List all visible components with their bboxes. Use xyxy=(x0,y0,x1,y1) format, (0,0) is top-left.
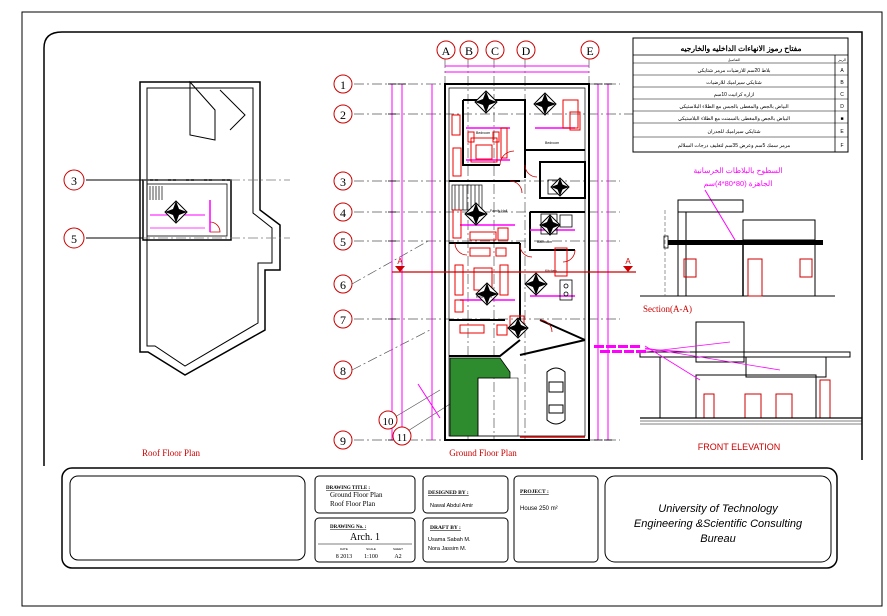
grid-number: 7 xyxy=(340,313,346,327)
drafter-name-2: Nora Jassim M. xyxy=(428,546,467,552)
front-elevation xyxy=(594,321,862,425)
grid-number: 2 xyxy=(340,108,346,122)
legend-symbol: F xyxy=(840,143,843,149)
section-a-a: السطوح بالبلاطات الخرسانية الجاهزة (80*8… xyxy=(640,166,835,297)
grid-letter: C xyxy=(491,44,499,58)
ground-plan-title: Ground Floor Plan xyxy=(449,448,517,458)
drawing-scale: 1:100 xyxy=(364,554,378,560)
grid-number-bubbles: 1 2 3 4 5 6 7 8 9 10 11 xyxy=(333,74,412,450)
drawing-sheet: A2 xyxy=(394,554,401,560)
roof-grid-bubble xyxy=(63,227,85,249)
outer-border xyxy=(21,11,883,607)
legend-description: البياض بالجص والمغطى بالسمنت مع الطلاء ا… xyxy=(678,116,790,122)
grid-letter: E xyxy=(586,44,593,58)
roof-floor-plan: 3 5 xyxy=(63,80,290,376)
grid-number: 5 xyxy=(340,235,346,249)
drafter-name-1: Usama Sabah M. xyxy=(428,537,471,543)
legend-symbol: A xyxy=(840,68,844,74)
legend-title: مفتاح رموز الانهاءات الداخليه والخارجيه xyxy=(681,44,802,54)
drawing-title-2: Roof Floor Plan xyxy=(330,500,376,508)
legend-symbol: ■ xyxy=(840,116,843,122)
grid-number: 8 xyxy=(340,364,346,378)
scale-label: SCALE xyxy=(366,547,376,551)
legend-symbol: D xyxy=(840,104,844,110)
room-label-kitchen: Kitchen xyxy=(545,269,557,273)
organization-line-3: Bureau xyxy=(700,533,735,545)
grid-letter: B xyxy=(465,44,473,58)
draft-by-label: DRAFT BY : xyxy=(430,525,461,531)
legend-symbol: B xyxy=(840,80,844,86)
room-label-reception: Reception xyxy=(476,295,492,299)
roof-grid-label: 3 xyxy=(71,174,77,188)
car-icon xyxy=(546,367,566,425)
roof-plan-title: Roof Floor Plan xyxy=(142,448,201,458)
sheet-label: SHEET xyxy=(393,547,403,551)
legend-header-details: التفاصيل xyxy=(728,57,741,62)
room-label-bedroom: Bedroom xyxy=(545,141,559,145)
legend-description: البياض بالجص والمغطى بالجبس مع الطلاء ال… xyxy=(679,104,788,110)
room-label-bathroom: Bathroom xyxy=(537,240,552,244)
grid-number: 9 xyxy=(340,434,346,448)
drawing-no-label: DRAWING No. : xyxy=(330,525,367,530)
roof-drain-icon xyxy=(164,200,188,224)
date-label: DATE xyxy=(340,547,348,551)
designer-name: Nawal Abdul Amir xyxy=(430,503,473,509)
project-name: House 250 m² xyxy=(520,506,558,512)
floor-symbols xyxy=(464,90,570,339)
roof-grid-label: 5 xyxy=(71,232,77,246)
grid-number: 6 xyxy=(340,278,346,292)
project-label: PROJECT : xyxy=(520,489,549,495)
roof-grid-bubble xyxy=(63,169,85,191)
legend-description: ازاره كرانيت 10سم xyxy=(714,92,754,98)
grid-letter-bubbles: A B C D E xyxy=(436,40,600,60)
grid-letter: A xyxy=(442,44,451,58)
finish-legend-table: مفتاح رموز الانهاءات الداخليه والخارجيه … xyxy=(632,37,849,153)
legend-header-symbol: الرمز xyxy=(837,57,846,62)
grid-number: 1 xyxy=(340,78,346,92)
legend-description: مرمر سمك 5سم وعرض 35سم لتغليف درجات السل… xyxy=(678,143,791,149)
section-note-line2: الجاهزة (80*80*4)سم xyxy=(704,179,773,188)
drawing-title-label: DRAWING TITLE : xyxy=(326,486,370,491)
legend-description: بلاط 20سم للارضيات مرمر شتايكي xyxy=(698,68,771,74)
drawing-title-1: Ground Floor Plan xyxy=(330,491,383,499)
grid-number: 10 xyxy=(383,416,395,428)
grid-number: 3 xyxy=(340,175,346,189)
ground-floor-plan: Bedroom Bedroom Family Hall Bathroom Kit… xyxy=(351,58,640,441)
section-title: Section(A-A) xyxy=(643,304,692,314)
grid-letter: D xyxy=(522,44,531,58)
title-block: DRAWING TITLE : Ground Floor Plan Roof F… xyxy=(61,467,838,569)
drawing-no: Arch. 1 xyxy=(350,532,380,543)
organization-line-2: Engineering &Scientific Consulting xyxy=(634,518,803,530)
legend-symbol: E xyxy=(840,129,844,135)
section-note-line1: السطوح بالبلاطات الخرسانية xyxy=(693,166,782,175)
room-label-bedroom: Bedroom xyxy=(476,131,490,135)
legend-symbol: C xyxy=(840,92,844,98)
front-elevation-title: FRONT ELEVATION xyxy=(698,442,781,452)
legend-description: شتايكي سيراميك للجدران xyxy=(707,129,760,135)
section-marker-right: A xyxy=(625,257,631,266)
section-marker-left: A xyxy=(397,257,403,266)
organization-line-1: University of Technology xyxy=(658,503,779,515)
room-label-family-hall: Family Hall xyxy=(490,209,508,213)
grid-number: 11 xyxy=(397,432,408,444)
legend-description: شتايكي سيراميك للارضيات xyxy=(706,80,761,86)
drawing-date: 8 2013 xyxy=(336,554,353,560)
designed-by-label: DESIGNED BY : xyxy=(428,490,469,496)
inner-border xyxy=(43,31,863,466)
grid-number: 4 xyxy=(340,206,346,220)
garden-lawn xyxy=(449,357,511,437)
